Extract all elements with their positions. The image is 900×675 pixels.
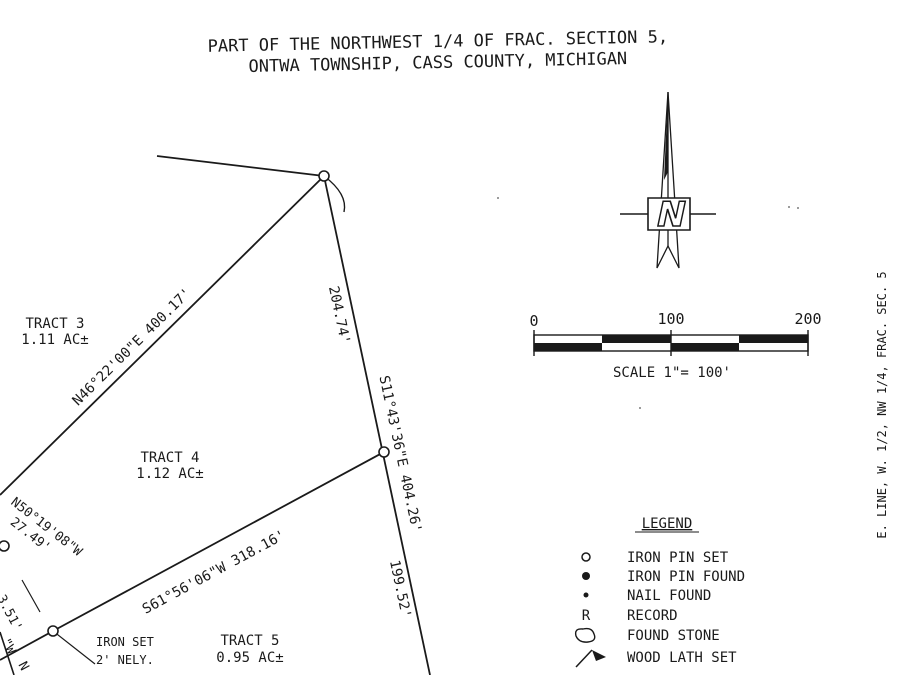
west-edge-line [0,631,15,675]
tract-3-area: 1.11 AC± [21,332,88,348]
tie-line [21,579,41,613]
east-lower-distance-label: 199.52' [386,559,414,620]
tract-5-name: TRACT 5 [220,633,279,649]
tract-4-area: 1.12 AC± [136,466,203,482]
speck [788,206,790,208]
corner-pin-east [378,446,390,458]
wood-lath-icon [575,649,606,668]
speck [797,207,799,209]
south-line-extension [0,630,54,661]
iron-set-note-line-1: IRON SET [96,635,154,649]
tract-3-name: TRACT 3 [25,316,84,332]
edge-fragment-label-1: 3.51' [0,593,25,635]
record-symbol: R [582,608,591,624]
scale-caption: SCALE 1"= 100' [613,365,731,381]
scale-tick-0: 0 [529,312,538,330]
scale-tick-200: 200 [794,310,821,328]
east-line-side-note: E. LINE, W. 1/2, NW 1/4, FRAC. SEC. 5 [875,271,889,538]
speck [639,407,641,409]
tract-5-area: 0.95 AC± [216,650,283,666]
legend-item-found-stone: FOUND STONE [627,628,720,644]
tract-4-name: TRACT 4 [140,450,199,466]
speck [497,197,499,199]
iron-pin-found-icon [582,572,590,580]
edge-fragment-label-2: "W [0,636,18,657]
scale-bar [533,330,809,356]
legend-item-iron-pin-set: IRON PIN SET [627,550,729,566]
legend-title: LEGEND [642,516,693,532]
legend-item-iron-pin-found: IRON PIN FOUND [627,569,745,585]
iron-set-note-line-2: 2' NELY. [96,653,154,667]
iron-pin-set-icon [581,552,591,562]
legend-item-nail-found: NAIL FOUND [627,588,711,604]
north-arrow-icon: N [620,91,716,269]
corner-pin-west [0,540,10,552]
nail-found-icon [583,592,589,598]
south-line [52,451,385,632]
corner-pin-north [318,170,330,182]
legend-item-record: RECORD [627,608,678,624]
found-stone-icon [574,627,596,643]
northwest-line [0,175,325,496]
legend-item-wood-lath-set: WOOD LATH SET [627,650,737,666]
scale-tick-100: 100 [657,310,684,328]
east-line [323,175,431,675]
edge-fragment-label-3: N [15,659,32,673]
leader-line [52,630,96,665]
boundary-lines [0,155,431,675]
corner-pin-south [47,625,59,637]
north-line [156,155,325,177]
